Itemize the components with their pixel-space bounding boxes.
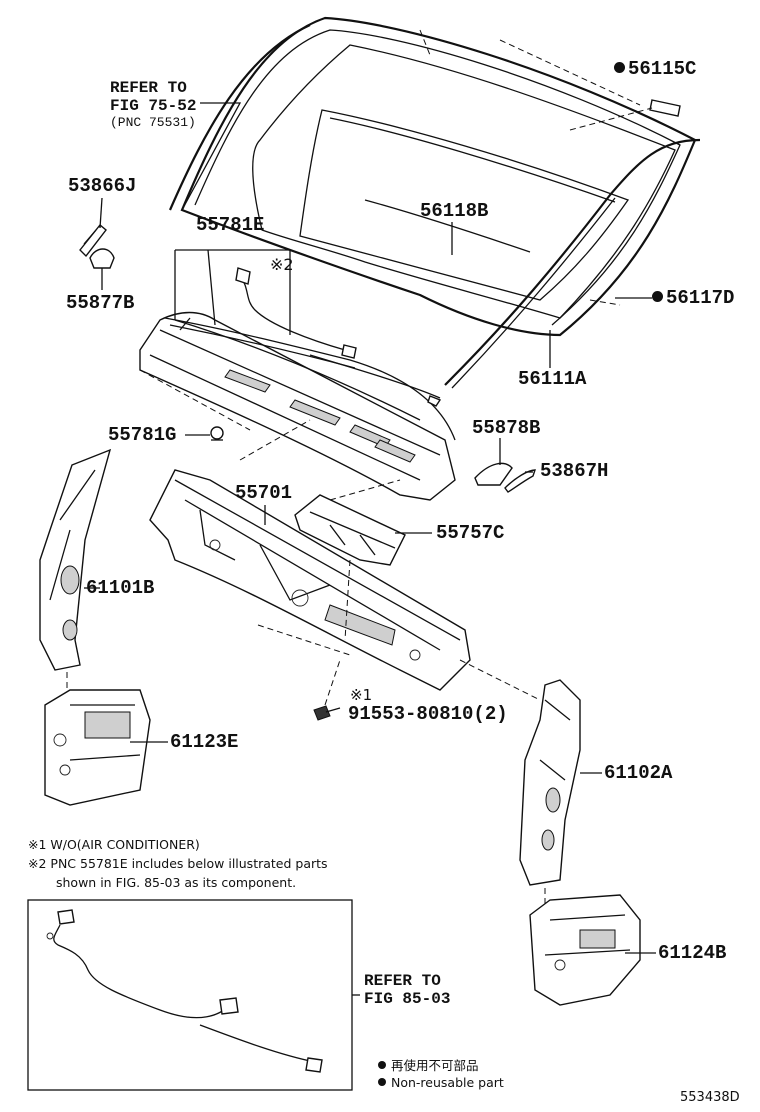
part-56115C-pad	[649, 99, 681, 117]
non-reusable-dot-icon	[614, 62, 625, 73]
label-61101B[interactable]: 61101B	[86, 577, 155, 599]
left-lower-panel	[44, 689, 151, 806]
note-2-line2: shown in FIG. 85-03 as its component.	[56, 875, 297, 890]
refer-windshield-line2: FIG 75-52	[110, 97, 197, 116]
legend-english-text: Non-reusable part	[391, 1075, 504, 1090]
legend-english: Non-reusable part	[378, 1075, 504, 1090]
inset-washer-hose	[46, 909, 323, 1073]
label-56117D-text: 56117D	[666, 287, 735, 309]
part-55877B-clip	[89, 248, 115, 269]
label-61124B[interactable]: 61124B	[658, 942, 727, 964]
label-56115C[interactable]: 56115C	[614, 60, 696, 79]
non-reusable-dot-icon	[652, 291, 663, 302]
figure-id: 553438D	[680, 1090, 740, 1105]
legend-japanese: 再使用不可部品	[378, 1058, 479, 1073]
refer-windshield-line3: (PNC 75531)	[110, 114, 196, 130]
label-55701[interactable]: 55701	[235, 482, 293, 504]
label-56111A[interactable]: 56111A	[518, 368, 587, 390]
bolt-91553	[313, 705, 341, 721]
part-53867H	[504, 469, 536, 493]
legend-dot-icon	[378, 1078, 386, 1086]
refer-wiper-line1: REFER TO	[364, 972, 441, 990]
label-53867H[interactable]: 53867H	[540, 460, 609, 482]
part-55878B	[474, 462, 513, 486]
label-56117D[interactable]: 56117D	[652, 289, 734, 308]
windshield-moulding	[168, 24, 701, 389]
label-55877B[interactable]: 55877B	[66, 292, 135, 314]
label-55781G[interactable]: 55781G	[108, 424, 177, 446]
inset-box	[27, 899, 353, 1091]
label-53866J[interactable]: 53866J	[68, 175, 137, 197]
label-56118B[interactable]: 56118B	[420, 200, 489, 222]
refer-windshield-line1: REFER TO	[110, 79, 187, 97]
note-1: ※1 W/O(AIR CONDITIONER)	[28, 837, 200, 852]
legend-japanese-text: 再使用不可部品	[391, 1058, 479, 1073]
refer-wiper-note: REFER TO FIG 85-03	[364, 972, 450, 1009]
refer-windshield-note: REFER TO FIG 75-52 (PNC 75531)	[110, 79, 196, 131]
washer-hose	[235, 267, 442, 407]
windshield-glass	[180, 16, 697, 337]
cowl-louver-assembly	[139, 311, 456, 501]
label-55757C[interactable]: 55757C	[436, 522, 505, 544]
label-55781E[interactable]: 55781E	[196, 214, 265, 236]
marker-note2: ※2	[270, 255, 294, 274]
part-55781G-clip	[210, 426, 224, 441]
legend-dot-icon	[378, 1061, 386, 1069]
label-91553-80810[interactable]: 91553-80810(2)	[348, 703, 508, 725]
part-55757C-bracket	[294, 494, 406, 566]
refer-wiper-line2: FIG 85-03	[364, 990, 451, 1009]
right-lower-panel	[529, 894, 641, 1006]
note-2-line1: ※2 PNC 55781E includes below illustrated…	[28, 856, 328, 871]
cowl-panel	[149, 469, 471, 691]
label-61102A[interactable]: 61102A	[604, 762, 673, 784]
left-pillar	[39, 448, 112, 671]
label-55878B[interactable]: 55878B	[472, 417, 541, 439]
label-56115C-text: 56115C	[628, 58, 697, 80]
label-61123E[interactable]: 61123E	[170, 731, 239, 753]
right-pillar	[519, 679, 581, 886]
part-53866J-clip	[79, 224, 107, 258]
marker-note1: ※1	[350, 686, 373, 704]
